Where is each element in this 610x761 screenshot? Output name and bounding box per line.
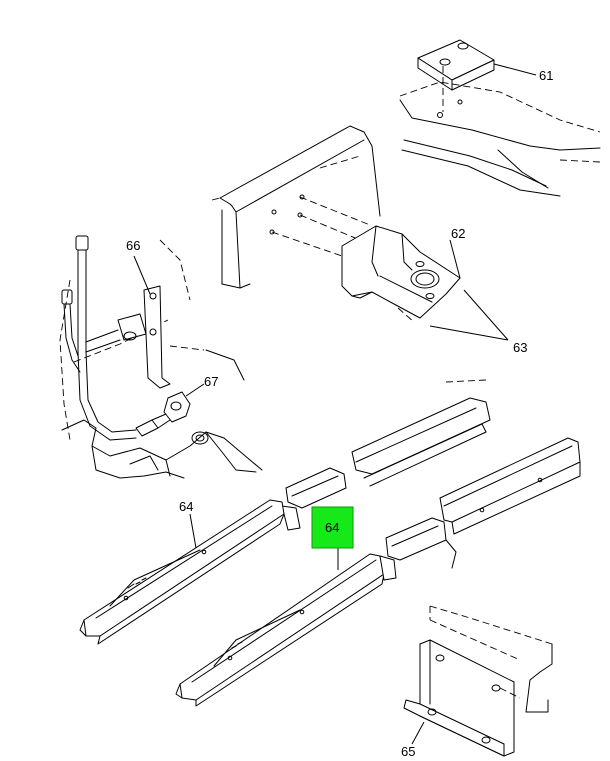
part-66-hose-clamp [61,235,171,441]
part-65-bracket [403,605,553,757]
part-62-mount [341,225,509,341]
callout-63: 63 [513,340,527,355]
part-67-fitting [135,383,205,437]
frame-rail-middle [211,125,381,289]
callout-64-highlighted[interactable]: 64 [325,520,339,535]
callout-62: 62 [451,226,465,241]
part-64-left-rail [79,499,285,645]
callout-64-left: 64 [179,499,193,514]
engine-area-dashed [59,239,263,479]
crossmember-upper [399,81,601,197]
callout-66: 66 [126,238,140,253]
callout-65: 65 [401,744,415,759]
callout-61: 61 [539,68,553,83]
frame-rail-splice-upper [281,379,491,531]
part-61-bracket [417,39,537,112]
frame-rail-right [379,437,581,581]
callout-67: 67 [204,374,218,389]
highlight-box-part-64[interactable] [311,506,354,549]
